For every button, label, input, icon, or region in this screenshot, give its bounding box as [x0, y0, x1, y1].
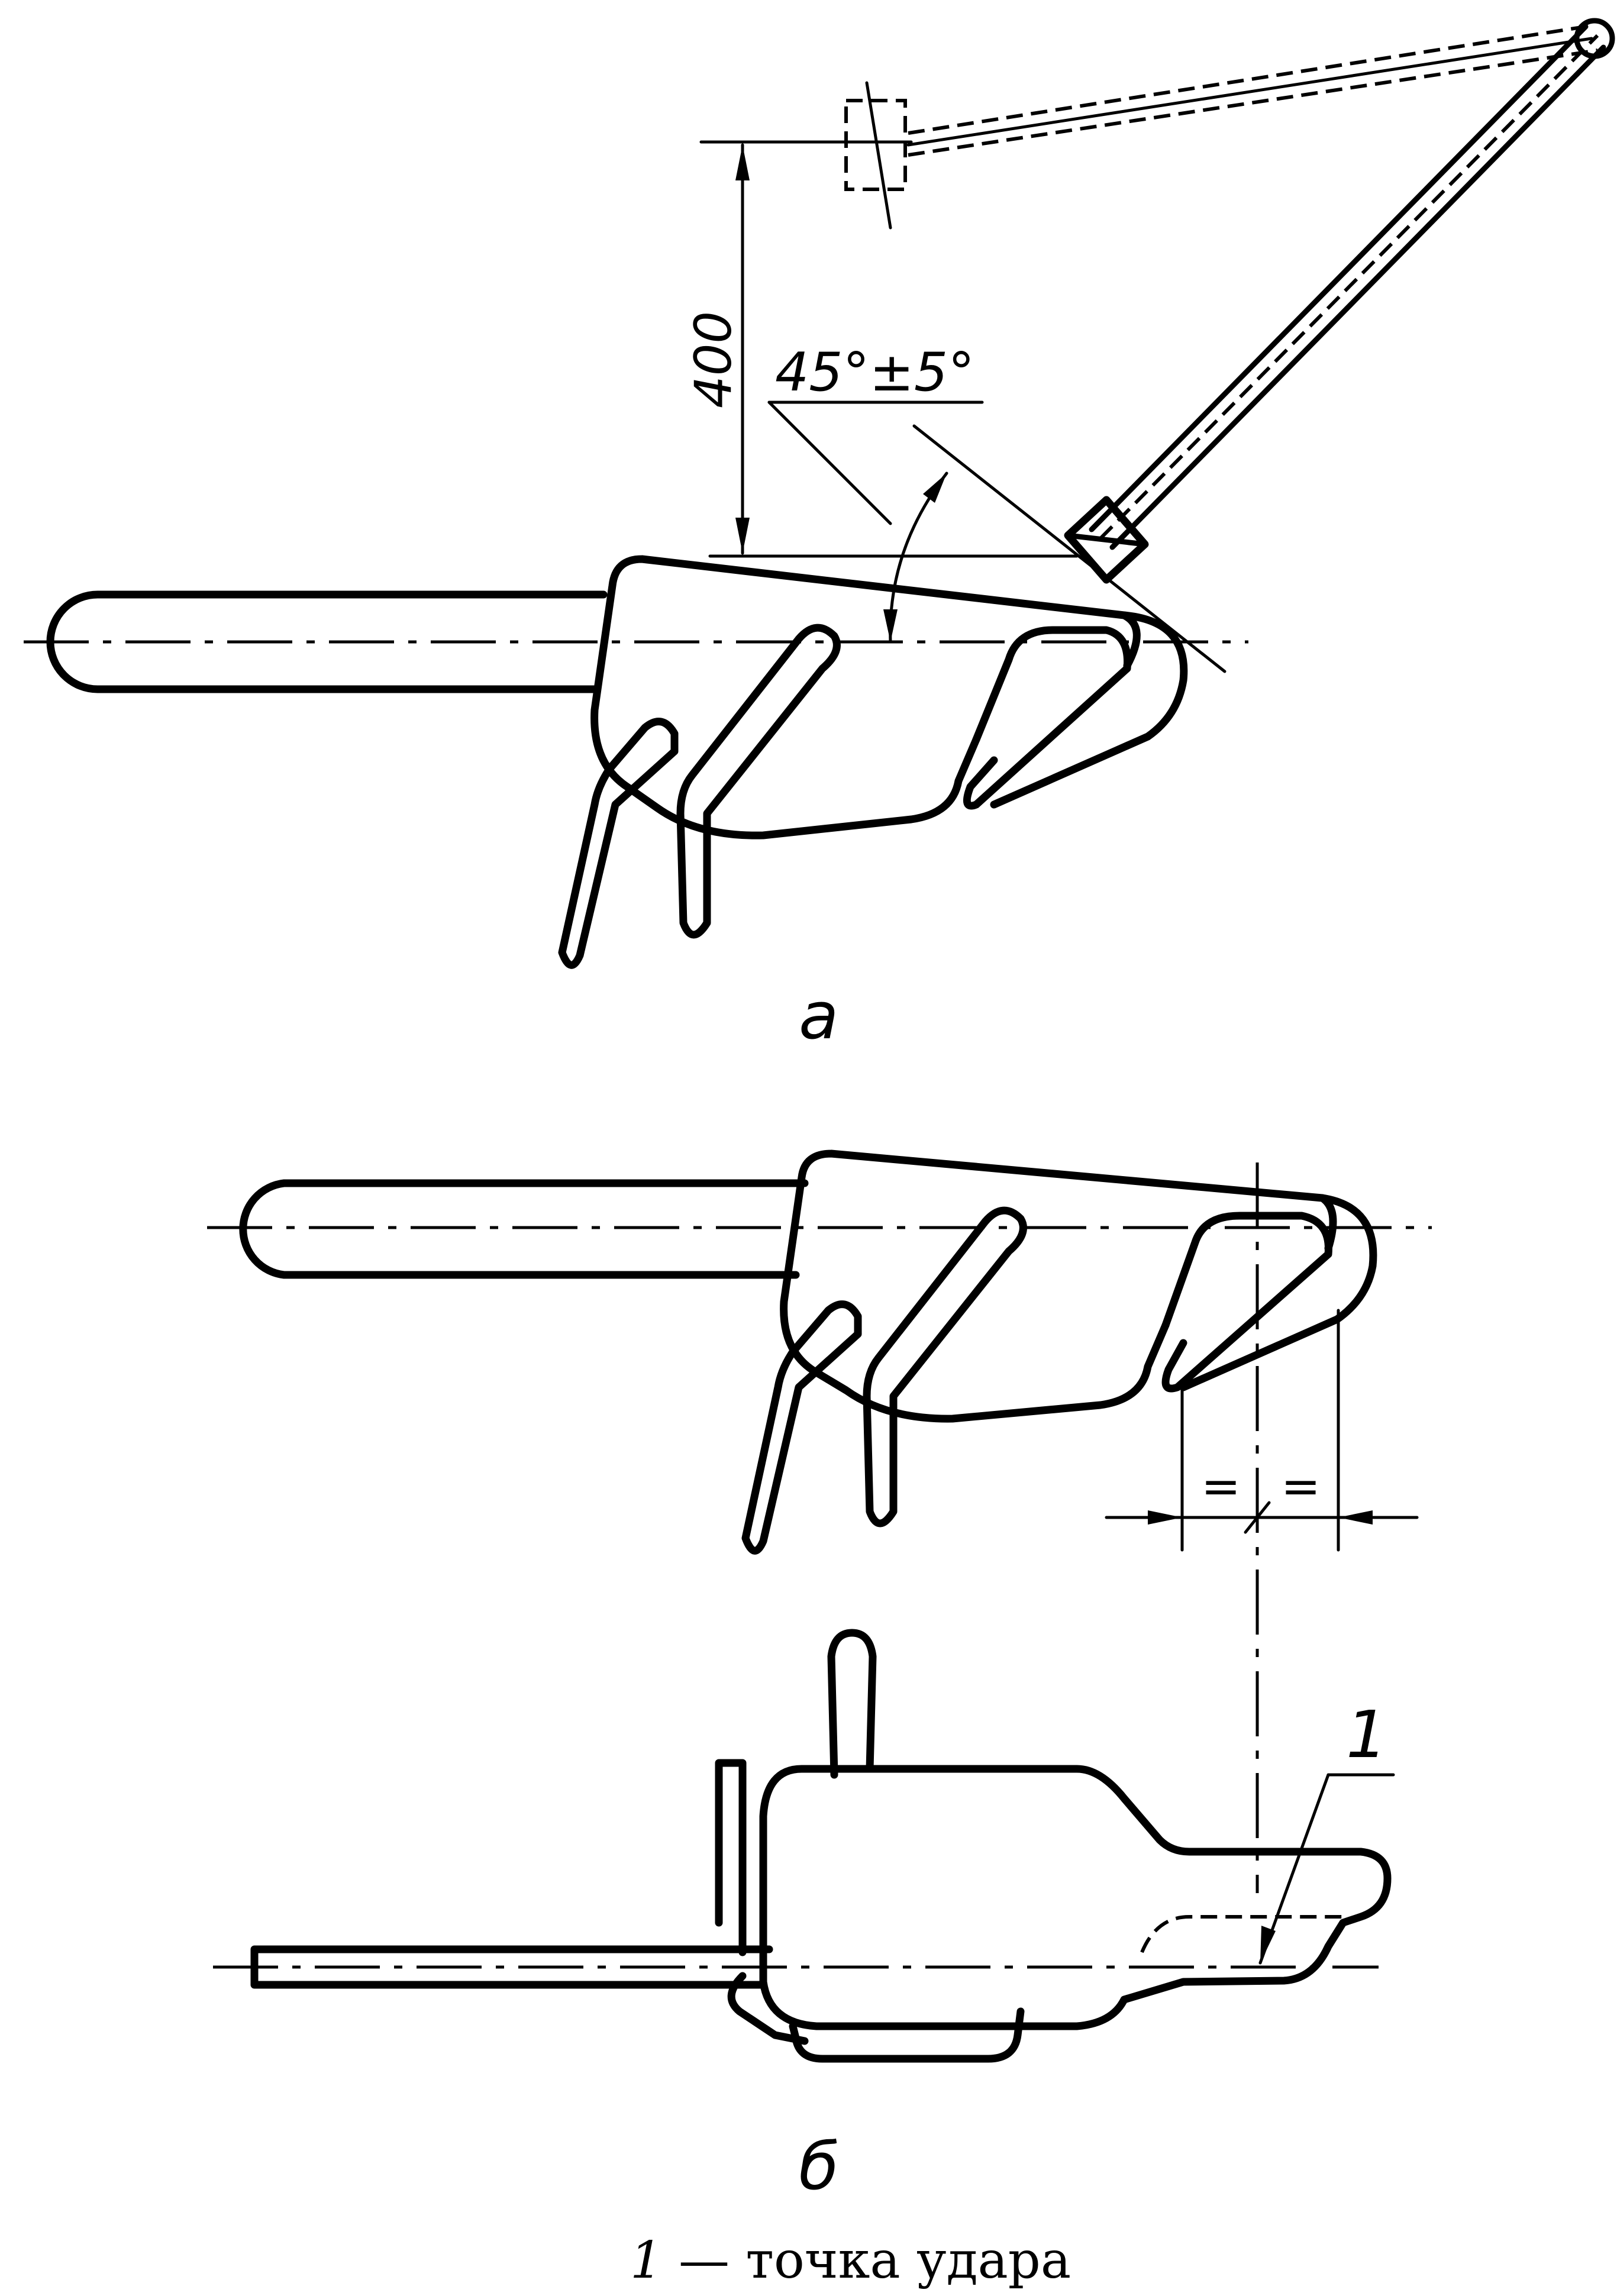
striker-diagonal	[1065, 532, 1148, 547]
callout-arrow	[1260, 1926, 1276, 1963]
raised-rod-edge-2	[908, 49, 1598, 157]
view-b-wire-leg-2	[863, 1206, 1027, 1528]
view-a-hook-outer	[990, 611, 1188, 809]
angle-arrow-top	[923, 473, 947, 503]
view-b-hook-outer	[1179, 1194, 1377, 1391]
view-a-body	[590, 555, 1141, 839]
view-b-bottom-clip	[727, 1972, 1025, 2063]
raised-striker-axis	[865, 81, 892, 230]
angle-text: 45°±5°	[775, 341, 974, 403]
angle-arrow-bottom	[883, 609, 898, 642]
view-a-hook	[963, 626, 1132, 810]
equal-arrow-left	[1148, 1510, 1182, 1525]
view-a-label: а	[799, 978, 838, 1054]
pendulum-rod-edge-1	[1089, 24, 1589, 532]
raised-rod-edge-1	[908, 25, 1586, 135]
dimension-400: 400	[684, 140, 1079, 558]
caption-number: 1	[630, 2231, 663, 2290]
caption: 1 — точка удара	[630, 2231, 1071, 2290]
raised-rod-axis	[906, 37, 1593, 147]
equal-center-tick	[1244, 1501, 1271, 1534]
equal-arrow-right	[1338, 1510, 1373, 1525]
equal-dimension: = =	[1105, 1309, 1419, 1552]
dimension-angle: 45°±5°	[767, 341, 984, 644]
dimension-400-text: 400	[684, 311, 743, 408]
impact-point-callout: 1	[1258, 1697, 1395, 1965]
view-b-upper: = =	[207, 1149, 1432, 1893]
equal-mark-left: =	[1201, 1459, 1241, 1514]
view-b-hidden-edge	[1140, 1915, 1343, 1953]
pendulum-pivot	[1574, 18, 1615, 59]
view-b-hook	[1161, 1212, 1332, 1393]
impact-plane-line	[912, 424, 1227, 673]
view-b-side-rod	[250, 1945, 773, 1989]
dimension-arrow-bottom	[735, 518, 750, 553]
equal-mark-right: =	[1281, 1459, 1321, 1514]
view-a-pendulum	[912, 18, 1615, 673]
view-b-back-plate	[715, 1759, 747, 1956]
view-b-wire-leg-1	[741, 1300, 862, 1555]
view-a-wire-leg-2	[676, 624, 841, 939]
dimension-arrow-top	[735, 145, 750, 180]
view-b-top-peg	[827, 1629, 877, 1779]
view-b-handle-bar	[239, 1179, 809, 1279]
view-b-lower: 1 б	[213, 1629, 1395, 2204]
view-b-label: б	[799, 2129, 839, 2204]
view-a-handle-bar	[46, 590, 608, 693]
angle-leader-1	[767, 401, 892, 525]
view-a: 400 45°±5° а	[24, 18, 1615, 1054]
raised-striker-head	[844, 99, 907, 191]
caption-text: — точка удара	[663, 2231, 1071, 2290]
view-a-pendulum-raised	[844, 25, 1598, 230]
view-b-side-body	[759, 1765, 1392, 2030]
pendulum-rod-axis	[1099, 34, 1599, 540]
callout-number: 1	[1346, 1697, 1387, 1772]
view-a-wire-leg-1	[558, 718, 679, 969]
pendulum-rod-edge-2	[1109, 44, 1606, 550]
